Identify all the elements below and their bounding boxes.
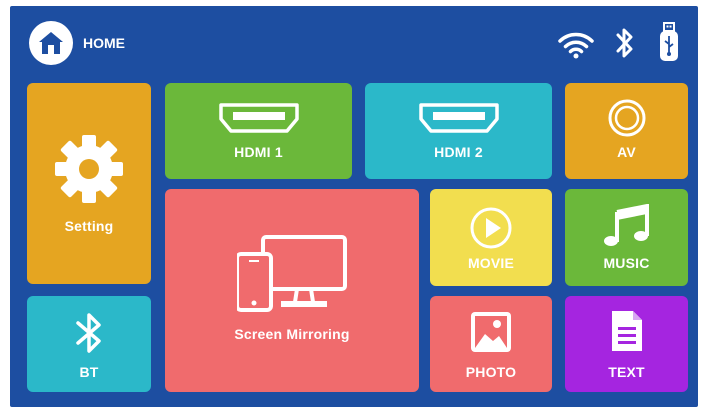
play-icon [470,207,512,249]
tile-photo-label: PHOTO [465,364,517,380]
tile-hdmi1-label: HDMI 1 [234,144,283,160]
bluetooth-icon [616,28,633,58]
av-circle-icon [608,99,645,137]
phone-monitor-icon [237,235,347,312]
tile-setting-label: Setting [64,218,114,234]
gear-icon [55,135,123,203]
tile-screen-mirroring[interactable]: Screen Mirroring [165,189,419,392]
photo-icon [471,312,511,352]
tile-music-label: MUSIC [603,255,650,271]
document-icon [611,311,642,351]
wifi-icon [558,32,594,59]
tile-movie[interactable]: MOVIE [430,189,552,286]
tile-photo[interactable]: PHOTO [430,296,552,392]
hdmi-port-icon [418,103,499,133]
tile-setting[interactable]: Setting [27,83,151,284]
bluetooth-icon [76,313,101,353]
tile-hdmi2-label: HDMI 2 [434,144,483,160]
hdmi-port-icon [218,103,299,133]
house-icon [39,32,63,54]
tile-music[interactable]: MUSIC [565,189,688,286]
tile-av[interactable]: AV [565,83,688,179]
page-title: HOME [83,35,125,51]
tile-hdmi2[interactable]: HDMI 2 [365,83,552,179]
home-screen: HOME [10,6,698,407]
home-button[interactable] [29,21,73,65]
music-note-icon [603,204,649,246]
usb-drive-icon [660,22,678,61]
tile-movie-label: MOVIE [467,255,515,271]
tile-bt-label: BT [79,364,99,380]
tile-text-label: TEXT [608,364,645,380]
tile-hdmi1[interactable]: HDMI 1 [165,83,352,179]
tile-bt[interactable]: BT [27,296,151,392]
tile-av-label: AV [617,144,636,160]
tile-text[interactable]: TEXT [565,296,688,392]
tile-screen-mirroring-label: Screen Mirroring [234,326,350,342]
